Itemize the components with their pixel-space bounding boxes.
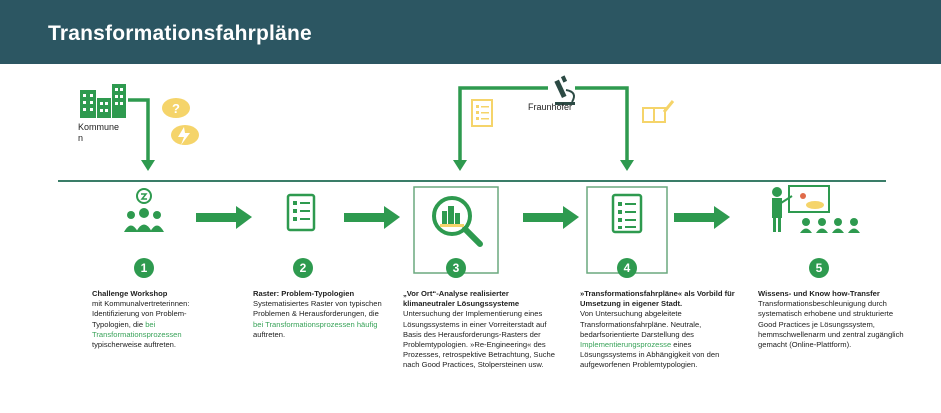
step-number-3: 3 <box>446 258 466 278</box>
step-5-title: Wissens- und Know how-Transfer <box>758 289 880 298</box>
step-2-text: Systematisiertes Raster von typischen Pr… <box>253 299 382 319</box>
step-1-description: Challenge Workshop mit Kommunalvertreter… <box>92 289 222 350</box>
step-1-highlight: bei Transformationsprozessen <box>92 319 182 339</box>
checklist-icon <box>286 193 316 232</box>
header-bar: Transformationsfahrpläne <box>0 0 941 64</box>
step-number-5: 5 <box>809 258 829 278</box>
microscope-icon <box>554 75 575 105</box>
workshop-people-icon <box>124 188 164 232</box>
magnifier-city-icon <box>432 196 483 247</box>
step-4-title: »Transformationsfahrpläne« als Vorbild f… <box>580 289 735 309</box>
step-4-text: Von Untersuchung abgeleitete Transformat… <box>580 309 702 339</box>
step-3-title: „Vor Ort“-Analyse realisierter klimaneut… <box>403 289 520 309</box>
list-document-icon <box>471 99 493 127</box>
step-5-description: Wissens- und Know how-Transfer Transform… <box>758 289 908 350</box>
question-lightning-cloud-icon: ? <box>162 98 199 145</box>
kommunen-label-line1: Kommune <box>78 122 120 132</box>
checklist-icon <box>611 193 643 234</box>
kommunen-label-line2: n <box>78 133 84 143</box>
step-4-description: »Transformationsfahrpläne« als Vorbild f… <box>580 289 748 371</box>
step-1-title: Challenge Workshop <box>92 289 168 298</box>
step-2-description: Raster: Problem-Typologien Systematisier… <box>253 289 383 340</box>
book-pencil-icon <box>642 100 675 123</box>
step-1-text-end: typischerweise auftreten. <box>92 340 176 350</box>
step-number-1: 1 <box>134 258 154 278</box>
step-2-title: Raster: Problem-Typologien <box>253 289 355 298</box>
step-3-text: Untersuchung der Implementierung eines L… <box>403 309 555 370</box>
page-title: Transformationsfahrpläne <box>48 22 312 45</box>
buildings-icon <box>80 84 126 118</box>
step-4-text-end: eines Lösungssystems in Abhängigkeit von… <box>580 340 720 370</box>
step-2-highlight: bei Transformationsprozessen häufig <box>253 319 378 329</box>
fraunhofer-label: Fraunhofer <box>528 102 573 112</box>
step-4-highlight: Implementierungsprozesse <box>580 340 672 350</box>
step-1-text: mit Kommunalvertreterinnen: Identifizier… <box>92 299 190 329</box>
step-5-text: Transformationsbeschleunigung durch syst… <box>758 299 904 350</box>
presentation-icon <box>772 185 860 233</box>
svg-text:?: ? <box>172 101 180 116</box>
step-number-2: 2 <box>293 258 313 278</box>
step-2-text-end: auftreten. <box>253 329 286 339</box>
step-number-4: 4 <box>617 258 637 278</box>
timeline-line <box>58 180 886 182</box>
step-3-description: „Vor Ort“-Analyse realisierter klimaneut… <box>403 289 561 371</box>
